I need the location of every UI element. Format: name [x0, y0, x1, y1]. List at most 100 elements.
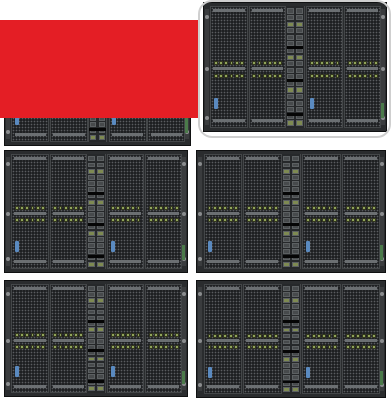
screw-icon	[6, 211, 10, 216]
screw-icon	[182, 292, 186, 297]
blade-handle	[206, 385, 239, 389]
io-module	[296, 87, 303, 93]
drive-bay	[322, 333, 327, 338]
io-module	[292, 327, 300, 333]
io-module	[97, 345, 104, 350]
drive-bay	[246, 205, 251, 210]
drive-bay	[322, 218, 327, 223]
drive-bay-leds	[246, 218, 278, 223]
io-module	[292, 309, 300, 315]
blade-server	[305, 6, 344, 128]
chassis-thumbnail[interactable]	[4, 280, 188, 397]
screw-icon	[381, 67, 385, 71]
blade-handle	[110, 157, 142, 161]
blade-handle	[150, 133, 183, 137]
drive-bay-leds	[148, 218, 179, 223]
drive-bay	[63, 344, 68, 349]
drive-bay-leds	[252, 61, 283, 65]
drive-bay	[228, 333, 233, 338]
screw-icon	[182, 211, 186, 216]
mounting-ear	[205, 9, 209, 125]
mounting-ear	[198, 287, 202, 391]
io-module	[97, 199, 104, 205]
io-module	[88, 309, 95, 315]
io-module	[89, 122, 97, 128]
io-module	[296, 15, 303, 21]
chassis-thumbnail[interactable]	[4, 150, 188, 273]
io-module	[88, 315, 95, 321]
blade-handle	[52, 287, 84, 291]
blade-handle	[305, 260, 338, 264]
drive-bay-leds	[246, 205, 278, 210]
drive-bay	[169, 205, 174, 210]
io-module	[282, 212, 290, 218]
status-indicator	[182, 245, 185, 260]
drive-bay	[126, 205, 131, 210]
usb-port-icon	[110, 240, 115, 252]
blade-handle	[251, 67, 283, 70]
drive-bay	[347, 61, 352, 65]
drive-bay	[219, 74, 224, 79]
screw-icon	[6, 292, 10, 297]
drive-bay	[358, 74, 363, 79]
io-module	[97, 303, 104, 309]
drive-bay	[234, 345, 239, 350]
drive-bay	[234, 74, 239, 79]
drive-bay	[148, 218, 153, 223]
blade-handle	[309, 9, 341, 13]
io-module	[282, 187, 290, 193]
blade-server	[243, 284, 282, 394]
power-module	[286, 46, 304, 50]
drive-bay	[25, 218, 30, 223]
blade-handle	[14, 157, 46, 161]
io-module	[292, 304, 300, 309]
drive-bay-leds	[148, 344, 179, 349]
drive-bay	[35, 205, 40, 210]
drive-bay	[252, 218, 257, 223]
io-module	[88, 243, 95, 249]
power-module	[87, 379, 105, 383]
drive-bay	[361, 218, 366, 223]
drive-bay	[351, 218, 355, 223]
drive-bay-leds	[207, 218, 239, 223]
drive-bay	[223, 345, 228, 350]
power-module	[87, 349, 105, 352]
drive-bay	[228, 345, 233, 350]
io-module	[287, 28, 294, 34]
drive-bay	[131, 344, 136, 349]
drive-bay	[148, 205, 153, 210]
io-module	[296, 28, 303, 34]
drive-bay-leds	[309, 74, 340, 79]
blade-handle	[14, 287, 46, 291]
drive-bay-leds	[214, 61, 244, 65]
drive-bay	[25, 205, 30, 210]
io-module	[287, 21, 294, 27]
screw-icon	[381, 14, 385, 19]
usb-port-icon	[110, 366, 115, 378]
drive-bay	[223, 205, 228, 210]
drive-bay	[252, 205, 257, 210]
io-module	[282, 162, 290, 168]
drive-bay	[131, 205, 136, 210]
drive-bay	[25, 344, 30, 349]
blade-handle	[309, 67, 341, 70]
drive-bay	[174, 344, 179, 349]
drive-bay	[366, 205, 371, 210]
blade-handle	[246, 385, 279, 389]
drive-bay	[20, 333, 25, 338]
blade-handle	[110, 211, 142, 215]
drive-bay	[322, 205, 327, 210]
drive-bay	[314, 74, 319, 79]
chassis-thumbnail[interactable]	[196, 280, 386, 398]
drive-bay	[79, 205, 84, 210]
blade-server	[203, 284, 243, 394]
drive-bay	[159, 205, 164, 210]
chassis-thumbnail[interactable]	[196, 150, 386, 273]
drive-bay	[229, 74, 234, 79]
screw-icon	[198, 257, 202, 262]
chassis-thumbnail[interactable]	[203, 2, 387, 132]
io-module	[88, 327, 95, 332]
io-module	[292, 205, 300, 211]
blade-handle	[148, 157, 180, 161]
drive-bay	[361, 345, 366, 350]
